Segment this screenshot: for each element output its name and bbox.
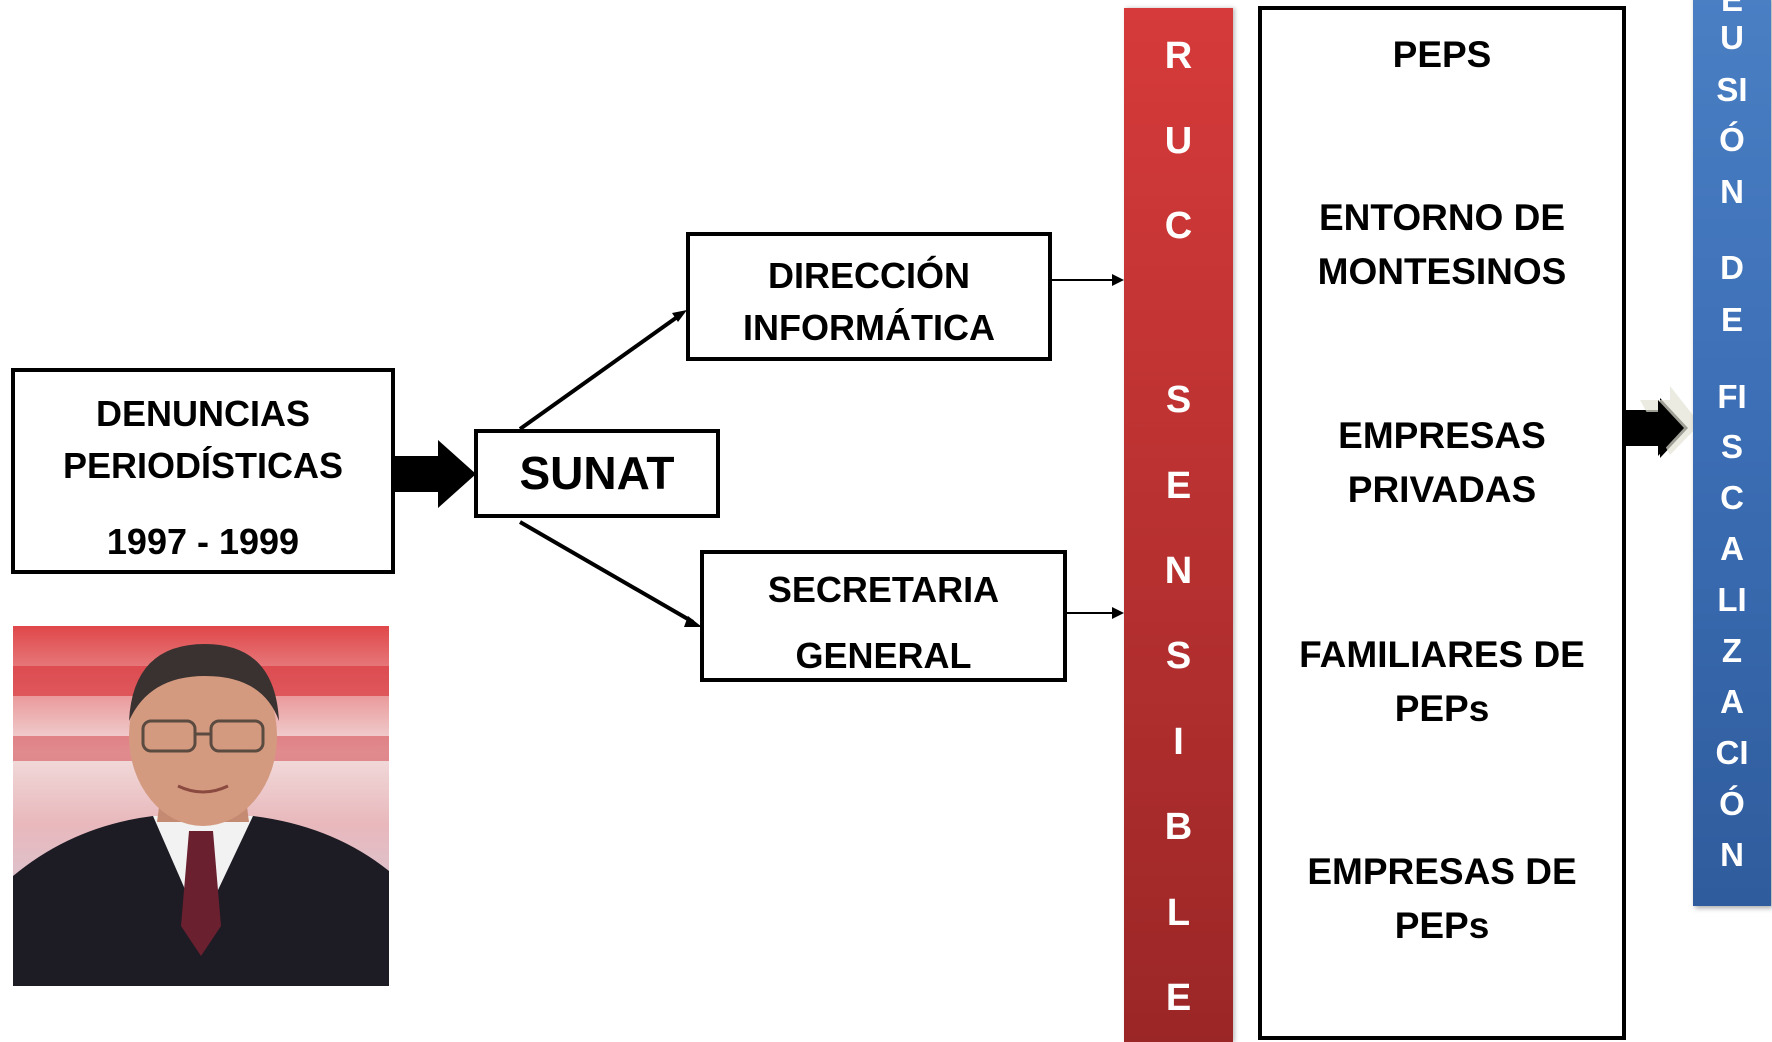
- category-familiares-peps: FAMILIARES DE PEPs: [1262, 628, 1622, 736]
- fisc-letter: E: [1693, 0, 1771, 20]
- sunat-box: SUNAT: [474, 429, 720, 518]
- denuncias-box: DENUNCIAS PERIODÍSTICAS 1997 - 1999: [11, 368, 395, 574]
- ruc-sensible-banner: R U C S E N S I B L E: [1124, 8, 1233, 1042]
- ruc-letter: U: [1164, 120, 1193, 162]
- category-entorno-montesinos: ENTORNO DE MONTESINOS: [1262, 191, 1622, 299]
- fisc-letter: CI: [1715, 734, 1749, 771]
- secretaria-line2: GENERAL: [795, 635, 972, 676]
- portrait-photo: [13, 626, 389, 986]
- category-line: ENTORNO DE: [1318, 197, 1565, 238]
- ruc-letter: B: [1164, 806, 1193, 848]
- fisc-letter: A: [1720, 683, 1744, 720]
- direccion-line1: DIRECCIÓN: [767, 255, 970, 296]
- category-line: PEPS: [1392, 34, 1492, 75]
- category-line: PEPs: [1394, 905, 1490, 946]
- ruc-letter: E: [1165, 977, 1192, 1019]
- category-line: PEPs: [1394, 688, 1490, 729]
- category-peps: PEPS: [1262, 28, 1622, 82]
- category-line: PRIVADAS: [1347, 469, 1537, 510]
- ruc-letter: S: [1165, 379, 1192, 421]
- denuncias-line2: PERIODÍSTICAS: [62, 445, 344, 486]
- secretaria-line1: SECRETARIA: [767, 569, 1000, 610]
- arrow-sunat-to-secretaria: [518, 520, 695, 624]
- fisc-letter: E: [1720, 301, 1743, 338]
- arrowhead-ruc-top: [1112, 274, 1124, 286]
- category-empresas-peps: EMPRESAS DE PEPs: [1262, 845, 1622, 953]
- fisc-letter: Ó: [1719, 785, 1745, 822]
- fisc-letter: S: [1720, 428, 1743, 465]
- ruc-letter: C: [1164, 205, 1193, 247]
- ruc-letter: E: [1165, 465, 1192, 507]
- fisc-letter: N: [1720, 836, 1744, 873]
- fisc-letter: LI: [1717, 581, 1747, 618]
- arrowhead-direccion: [672, 310, 687, 322]
- fisc-letter: A: [1720, 530, 1744, 567]
- category-line: EMPRESAS DE: [1307, 851, 1577, 892]
- denuncias-years: 1997 - 1999: [106, 521, 300, 562]
- ruc-letter: I: [1173, 721, 1184, 763]
- fisc-letter: Ó: [1719, 121, 1745, 158]
- fisc-letter: FI: [1717, 378, 1747, 415]
- fisc-letter: N: [1720, 173, 1744, 210]
- category-line: EMPRESAS: [1338, 415, 1546, 456]
- ruc-letter: L: [1166, 892, 1191, 934]
- direccion-informatica-box: DIRECCIÓN INFORMÁTICA: [686, 232, 1052, 361]
- direccion-line2: INFORMÁTICA: [743, 307, 995, 348]
- fisc-letter: SI: [1716, 71, 1748, 108]
- category-line: FAMILIARES DE: [1299, 634, 1585, 675]
- denuncias-line1: DENUNCIAS: [95, 393, 310, 434]
- secretaria-general-box: SECRETARIA GENERAL: [700, 550, 1067, 682]
- arrowhead-secretaria: [684, 616, 702, 627]
- category-empresas-privadas: EMPRESAS PRIVADAS: [1262, 409, 1622, 517]
- categories-box: PEPS ENTORNO DE MONTESINOS EMPRESAS PRIV…: [1258, 6, 1626, 1040]
- fisc-letter: C: [1720, 479, 1744, 516]
- sunat-label: SUNAT: [519, 447, 675, 499]
- thick-arrow-to-sunat: [387, 440, 476, 508]
- ruc-letter: N: [1164, 550, 1193, 592]
- portrait-illustration: [13, 626, 389, 986]
- fiscalizacion-banner: E U SI Ó N D E FI S C A LI Z A CI Ó N: [1693, 0, 1771, 906]
- category-line: MONTESINOS: [1317, 251, 1567, 292]
- arrow-sunat-to-direccion: [518, 313, 682, 431]
- fisc-letter: Z: [1721, 632, 1743, 669]
- fisc-letter: D: [1720, 249, 1744, 286]
- fisc-letter: U: [1720, 19, 1744, 56]
- ruc-letter: R: [1164, 35, 1193, 77]
- arrowhead-ruc-bottom: [1112, 607, 1124, 619]
- thick-arrow-to-fiscalizacion-front: [1626, 400, 1684, 456]
- ruc-letter: S: [1165, 635, 1192, 677]
